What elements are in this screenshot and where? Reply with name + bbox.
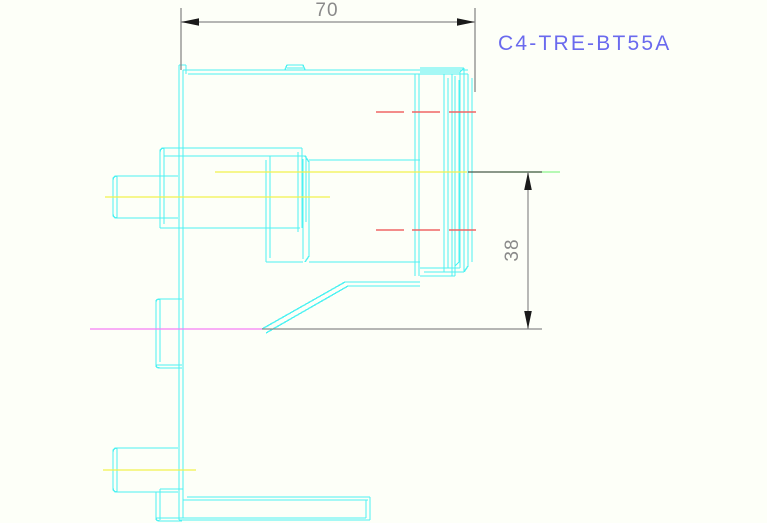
dimension-height-offset: 38 [262,171,542,330]
dim-70-arrow-left [181,18,199,26]
dimension-overall-width: 70 [180,0,476,92]
hidden-lines [376,111,476,231]
mid-body-rails [309,159,420,263]
dim-38-arrow-bottom [524,311,532,329]
lower-left-boss [155,298,182,369]
top-notch-detail [284,64,306,71]
dim-38-arrow-top [524,172,532,190]
dim-70-arrow-right [457,18,475,26]
part-number-label: C4-TRE-BT55A [498,32,671,55]
center-lines [90,171,560,471]
main-body-outline [178,64,468,521]
part-geometry [112,64,473,522]
angled-rib [261,281,420,334]
upper-flange-block [159,147,307,232]
mid-round-boss [265,155,310,263]
right-end-boss [420,67,473,277]
interior-vertical-lines [414,74,453,276]
dim-70-label: 70 [315,0,338,21]
bottom-foot-block [155,488,183,522]
right-bore-outline [443,74,449,272]
dim-38-label: 38 [502,238,523,261]
bottom-ledge [183,496,370,501]
